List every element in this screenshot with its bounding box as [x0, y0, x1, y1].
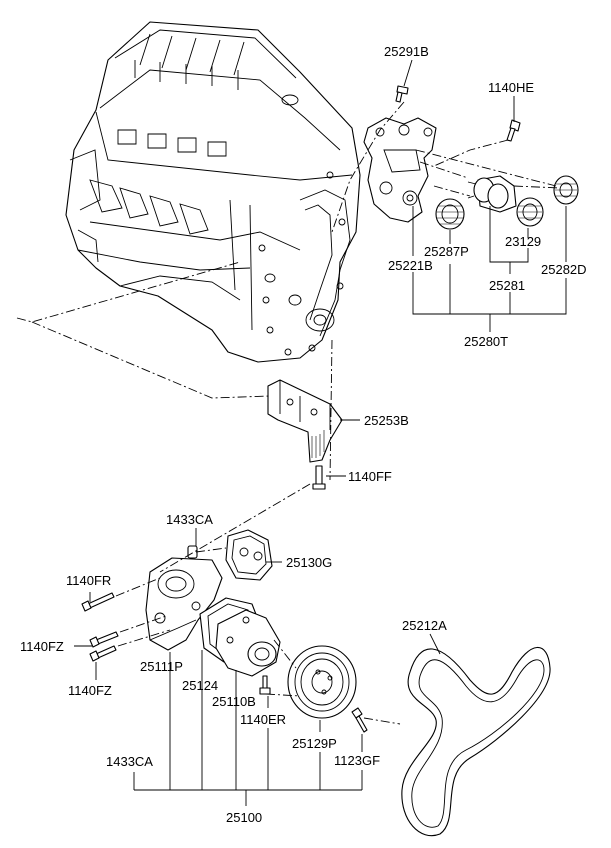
- label-25129p: 25129P: [292, 736, 337, 751]
- label-1140er: 1140ER: [240, 712, 286, 727]
- idler-pulley-25287p: [435, 198, 465, 230]
- label-1140fr: 1140FR: [66, 573, 111, 588]
- bolt-1140he: [506, 119, 521, 142]
- label-25110b: 25110B: [212, 694, 256, 709]
- tensioner-25281: [467, 175, 517, 213]
- label-25291b: 25291B: [384, 44, 429, 59]
- bolt-1123gf: [351, 707, 368, 733]
- bolt-1140fr: [81, 592, 115, 612]
- bolt-25291b: [395, 85, 409, 103]
- label-1140he: 1140HE: [488, 80, 534, 95]
- label-25281: 25281: [489, 278, 525, 293]
- label-25221b: 25221B: [388, 258, 433, 273]
- label-1140fz-upper: 1140FZ: [20, 639, 64, 654]
- label-1433ca-top: 1433CA: [166, 512, 213, 527]
- bolt-1140fz-lower: [89, 645, 117, 662]
- label-25253b: 25253B: [364, 413, 409, 428]
- label-25130g: 25130G: [286, 555, 332, 570]
- idler-pulley-23129: [516, 197, 544, 227]
- label-25111p: 25111P: [140, 659, 183, 674]
- gasket-25130g: [225, 529, 273, 581]
- water-pump-25110b: [215, 609, 281, 677]
- label-25124: 25124: [182, 678, 218, 693]
- water-pump-pulley-25129p: [287, 645, 357, 719]
- label-25100: 25100: [226, 810, 262, 825]
- assembly-centerlines: [16, 101, 561, 725]
- idler-pulley-25282d: [553, 175, 579, 205]
- label-25212a: 25212A: [402, 618, 447, 633]
- drive-belt-25212a: [401, 646, 551, 837]
- engine-block: [65, 21, 361, 363]
- bolt-1140er: [259, 675, 271, 695]
- plug-1433ca-top: [187, 545, 198, 559]
- label-25280t: 25280T: [464, 334, 508, 349]
- leader-lines: [74, 59, 567, 806]
- label-25282d: 25282D: [541, 262, 587, 277]
- water-pump-housing-25111p: [145, 557, 223, 651]
- label-1433ca-bottom: 1433CA: [106, 754, 153, 769]
- label-1123gf: 1123GF: [334, 753, 380, 768]
- bolt-1140fz-upper: [89, 631, 119, 648]
- bolt-1140ff: [312, 465, 326, 490]
- part-number-labels: 25291B 1140HE 25287P 23129 25221B 25282D…: [20, 44, 587, 825]
- label-1140fz-lower: 1140FZ: [68, 683, 112, 698]
- label-23129: 23129: [505, 234, 541, 249]
- label-25287p: 25287P: [424, 244, 469, 259]
- tensioner-bracket: [363, 117, 437, 223]
- engine-mount-bracket-25253b: [267, 379, 343, 463]
- label-1140ff: 1140FF: [348, 469, 392, 484]
